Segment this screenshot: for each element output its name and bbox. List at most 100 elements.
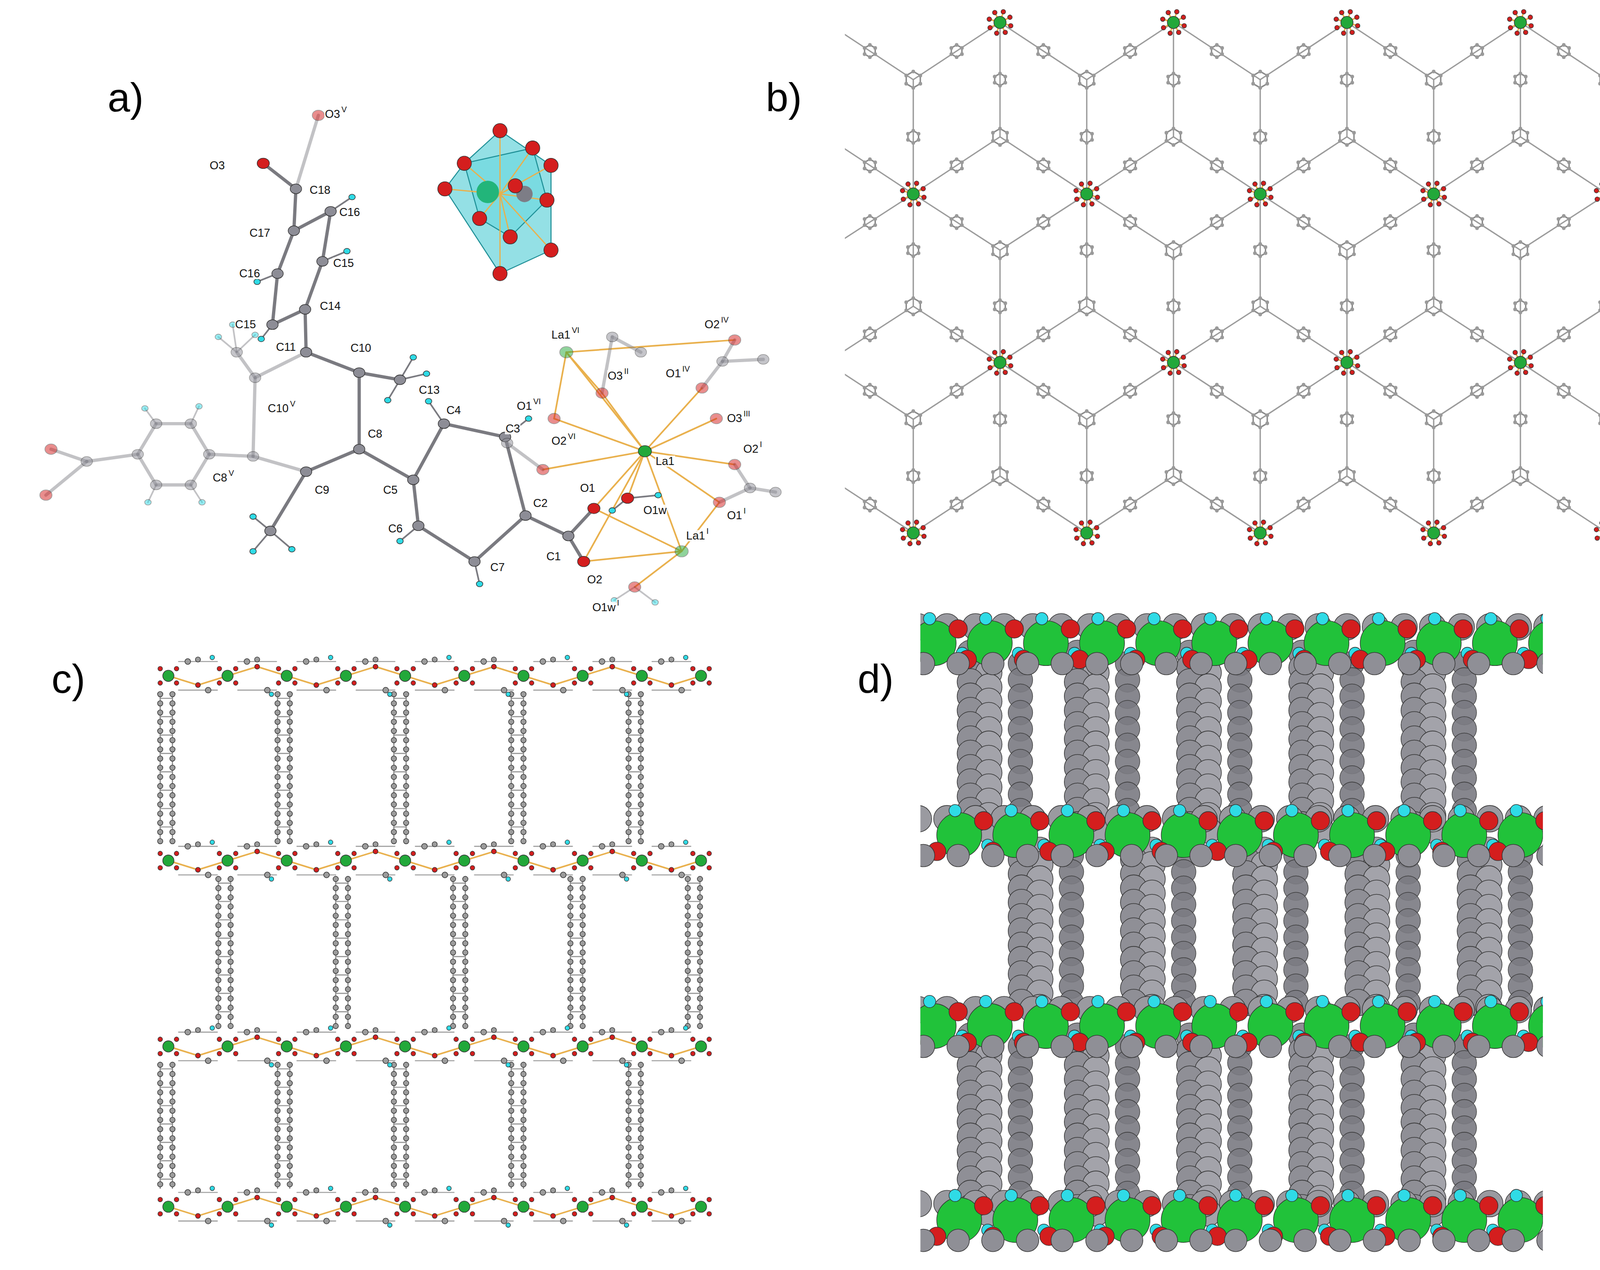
atom [1511,478,1516,482]
pillar-bond [687,882,701,883]
carbon [157,774,163,780]
atom [1475,226,1479,231]
atom [1036,216,1040,221]
atom [1339,80,1344,85]
atom [997,482,1002,487]
atom [1209,385,1214,390]
hydrogen [269,691,274,697]
bond [305,309,306,353]
polyhedron-vertex [457,156,472,171]
atom [949,385,954,390]
lanthanum [1427,187,1440,200]
oxygen [1174,349,1180,355]
phenyl-ring [1038,215,1049,229]
atom [1079,245,1084,249]
atom [954,55,959,59]
atom [1388,157,1393,162]
carbon [626,810,632,817]
carbon [157,1071,163,1077]
carbon [157,1181,163,1187]
carbon [626,1171,632,1178]
carbon [684,967,691,974]
oxygen [1160,356,1166,362]
carbon [157,838,163,844]
carbon [333,995,339,1001]
pillar-bond [218,1010,231,1012]
linker-arm [1520,22,1600,80]
atom [954,382,959,387]
carbon [157,1135,163,1141]
carbon [274,700,281,706]
atom [1251,82,1255,86]
atom [1524,80,1528,85]
atom [1263,477,1268,481]
carbon [626,1144,632,1150]
atom [949,46,954,50]
central-ring [1166,467,1181,485]
carbon [287,1126,293,1132]
atom [1518,298,1523,303]
atom [1077,82,1082,86]
carbon [462,949,468,955]
atom [1122,160,1127,165]
atom [1041,55,1046,59]
atom [1209,160,1214,165]
oxygen [1263,540,1269,545]
carbon [215,940,222,946]
atom [1036,391,1040,396]
bond [45,461,87,495]
atom [873,166,878,171]
polyhedron-vertex [544,242,559,257]
atom [1344,298,1349,303]
pillar-bond [160,789,173,791]
oxygen [921,533,927,539]
linker-arm [1433,305,1521,363]
carbon [287,792,293,798]
carbon [567,977,573,983]
atom [992,420,997,425]
oxygen [217,680,223,685]
oxygen [992,10,998,16]
carbon [442,686,448,693]
atom [1301,157,1306,162]
atom [1079,138,1084,142]
atom [1307,385,1312,390]
carbon [501,686,507,693]
atom [1084,140,1089,145]
pillar-bond [511,1104,524,1106]
central-ring [1339,128,1354,146]
atom [1166,80,1171,85]
atom [1005,478,1009,482]
carbon [169,1144,175,1150]
atom [1350,307,1355,312]
atom [1296,391,1301,396]
atom [1122,499,1127,504]
linker-arm [1086,193,1088,306]
oxygen [1080,541,1086,546]
oxygen [217,666,223,671]
atom [1220,391,1225,396]
linker-arm [1346,136,1434,194]
pillar-bond [511,770,524,772]
atom [1251,73,1255,78]
atom [918,73,923,78]
atom [1005,244,1009,248]
oxygen [1508,25,1513,31]
atom [1511,252,1516,256]
atom [1469,335,1474,340]
atom [1344,126,1349,131]
carbon [287,1080,293,1086]
central-ring [1513,241,1528,259]
atom [1388,226,1393,231]
carbon [287,718,293,725]
lanthanum [1253,187,1267,200]
atom [1177,414,1181,419]
atom [1344,310,1349,315]
linker-arm [1086,193,1174,250]
carbon [520,746,527,752]
atom [1079,131,1084,136]
atom [954,338,959,343]
carbon [520,792,527,798]
atom [1122,52,1127,57]
oxygen [372,663,378,669]
